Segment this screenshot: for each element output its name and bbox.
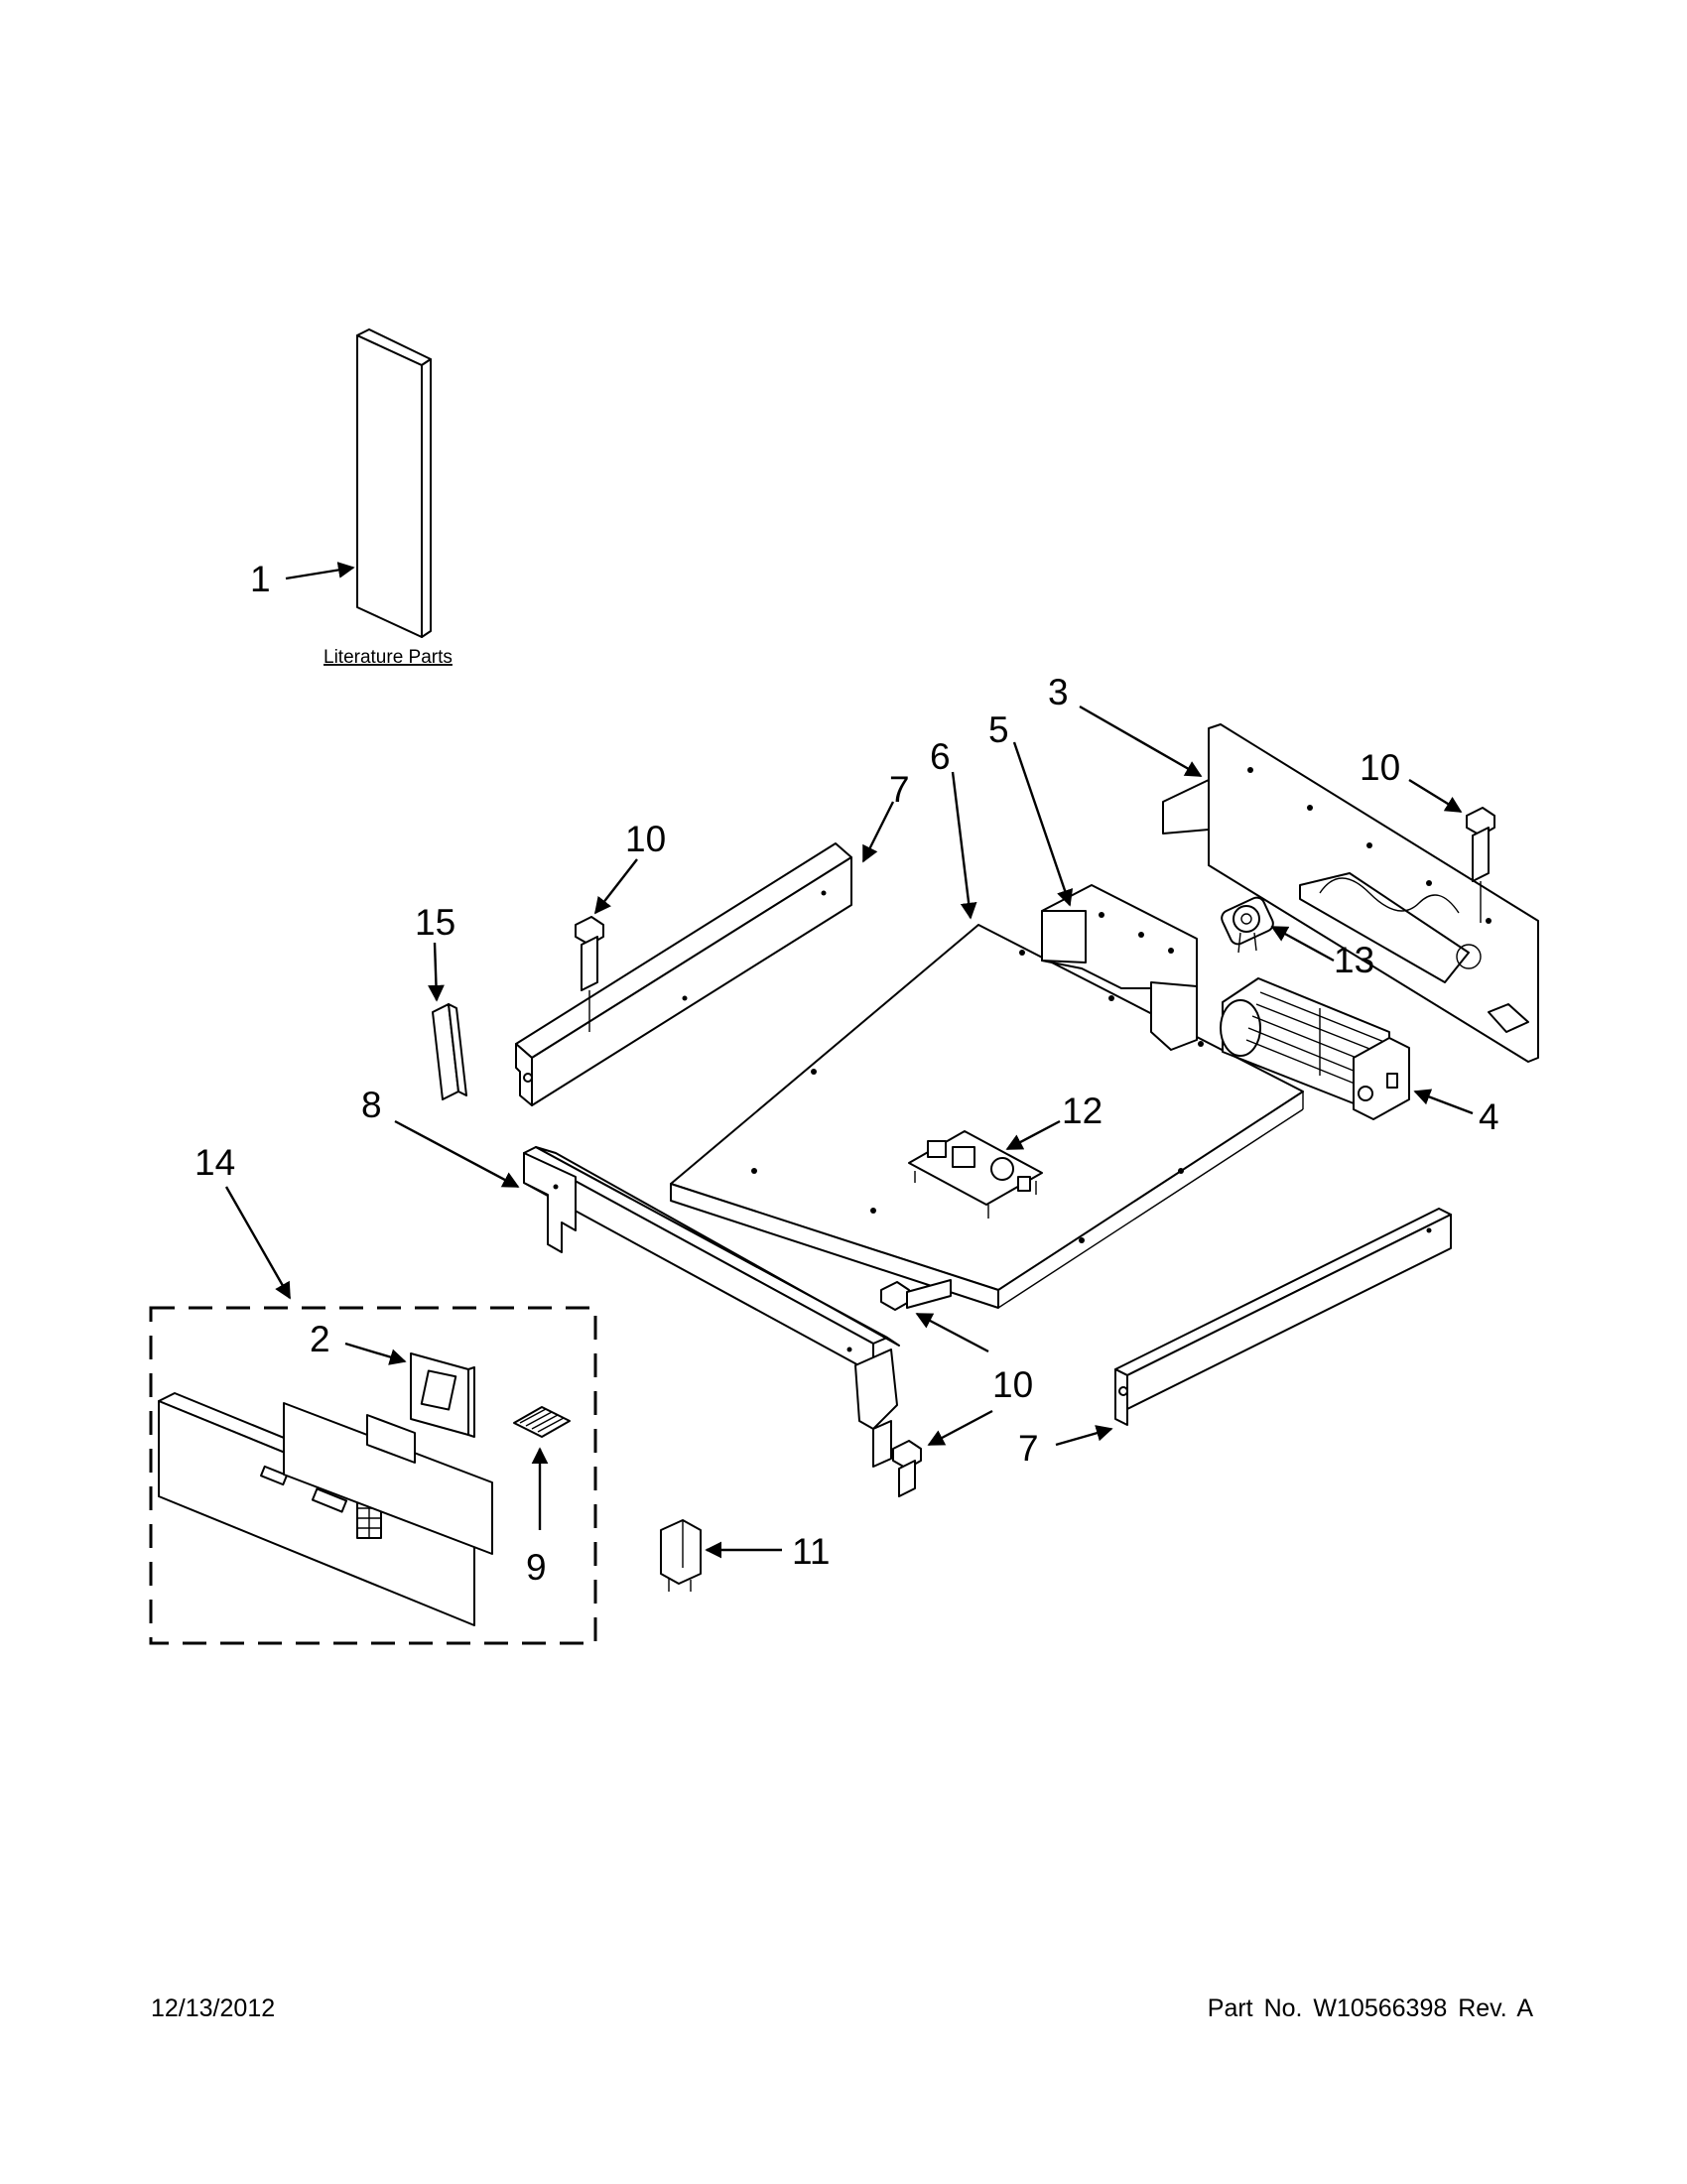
leader-10b bbox=[1408, 778, 1463, 814]
leader-7a bbox=[861, 801, 895, 863]
leader-10c-upper bbox=[915, 1312, 989, 1353]
callout-2: 2 bbox=[310, 1319, 330, 1359]
callout-15: 15 bbox=[415, 902, 455, 943]
control-board-bracket bbox=[410, 1352, 475, 1438]
callout-7-upper: 7 bbox=[889, 769, 910, 810]
callout-4: 4 bbox=[1479, 1096, 1499, 1137]
leader-10a bbox=[593, 858, 638, 915]
leader-14 bbox=[224, 1186, 292, 1300]
callout-11: 11 bbox=[792, 1531, 830, 1572]
callout-7-lower: 7 bbox=[1018, 1428, 1039, 1469]
callout-13: 13 bbox=[1334, 940, 1374, 980]
literature-booklet bbox=[356, 328, 432, 638]
leader-1 bbox=[285, 562, 355, 580]
mount-bracket bbox=[1041, 884, 1198, 1051]
side-rail-lower bbox=[1114, 1208, 1452, 1426]
keypad-grille bbox=[513, 1406, 571, 1438]
callout-6: 6 bbox=[930, 736, 951, 777]
leader-2 bbox=[344, 1342, 407, 1365]
cooling-fan bbox=[1220, 977, 1410, 1120]
callout-12: 12 bbox=[1062, 1091, 1103, 1131]
base-plate bbox=[670, 924, 1304, 1309]
rear-panel bbox=[1162, 723, 1539, 1063]
callout-3: 3 bbox=[1048, 672, 1069, 712]
small-bracket bbox=[432, 1003, 467, 1100]
leader-3 bbox=[1079, 705, 1203, 778]
callout-10-lower: 10 bbox=[992, 1364, 1033, 1405]
front-rail bbox=[523, 1146, 900, 1468]
thermostat bbox=[1221, 896, 1274, 954]
callout-9: 9 bbox=[526, 1547, 547, 1588]
leader-8 bbox=[394, 1119, 520, 1189]
leader-6 bbox=[951, 771, 977, 920]
leader-15 bbox=[428, 942, 445, 1002]
callout-8: 8 bbox=[361, 1085, 382, 1125]
leader-4 bbox=[1413, 1089, 1474, 1115]
screw-upper-left bbox=[575, 916, 604, 1032]
callout-10-upper-left: 10 bbox=[625, 819, 666, 859]
leader-12 bbox=[1005, 1119, 1061, 1151]
leader-10c-lower bbox=[927, 1409, 993, 1447]
screw-mid bbox=[880, 1279, 952, 1311]
screw-upper-right bbox=[1466, 807, 1495, 923]
callout-10-upper-right: 10 bbox=[1360, 747, 1400, 788]
footer-date: 12/13/2012 bbox=[151, 1994, 276, 2022]
relay bbox=[660, 1519, 702, 1592]
leader-7b bbox=[1055, 1425, 1113, 1447]
leader-13 bbox=[1270, 925, 1335, 963]
footer-part-number: Part No. W10566398 Rev. A bbox=[1207, 1994, 1533, 2022]
literature-parts-label: Literature Parts bbox=[324, 647, 453, 668]
callout-5: 5 bbox=[988, 709, 1009, 750]
control-board bbox=[908, 1130, 1043, 1219]
callout-14: 14 bbox=[195, 1142, 235, 1183]
screw-lower bbox=[892, 1440, 922, 1497]
leader-5 bbox=[1012, 741, 1074, 907]
control-panel-assembly bbox=[149, 1306, 597, 1645]
callout-1: 1 bbox=[250, 559, 271, 599]
side-rail-upper bbox=[515, 842, 852, 1106]
